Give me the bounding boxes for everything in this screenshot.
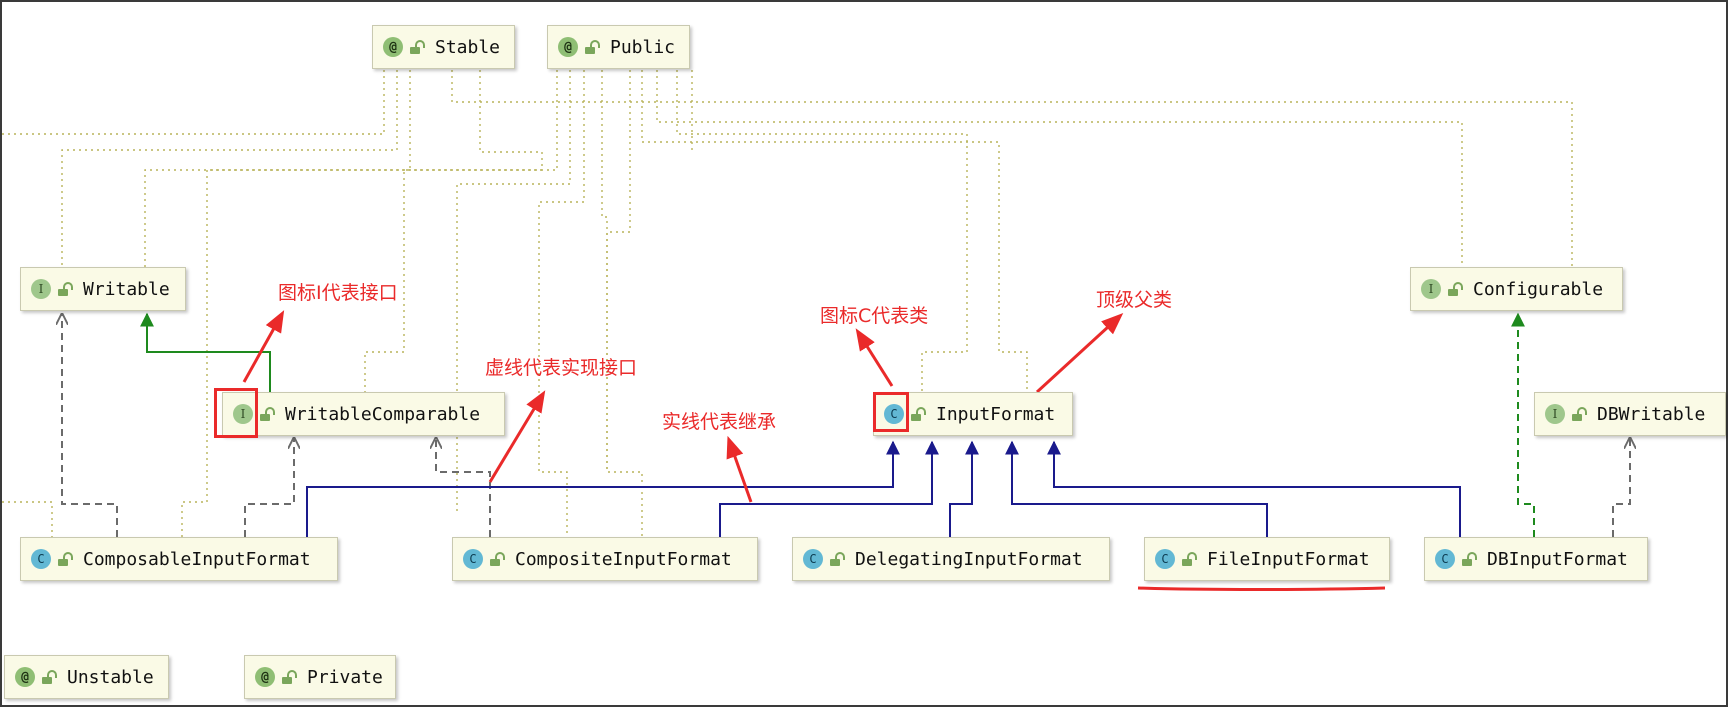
node-label: Unstable bbox=[67, 666, 154, 688]
annotation-icon: @ bbox=[558, 37, 578, 57]
lock-icon bbox=[41, 669, 57, 685]
composable-input-format-class-node[interactable]: C ComposableInputFormat bbox=[20, 537, 338, 581]
writable-comparable-interface-node[interactable]: I WritableComparable bbox=[222, 392, 505, 436]
delegating-input-format-class-node[interactable]: C DelegatingInputFormat bbox=[792, 537, 1110, 581]
annotation-usage-lines bbox=[2, 70, 1573, 537]
class-icon: C bbox=[1155, 549, 1175, 569]
unstable-annotation-node[interactable]: @ Unstable bbox=[4, 655, 169, 699]
annotation-solid-line: 实线代表继承 bbox=[662, 411, 777, 433]
class-icon: C bbox=[884, 404, 904, 424]
class-icon: C bbox=[463, 549, 483, 569]
node-label: DBWritable bbox=[1597, 403, 1706, 425]
node-label: DBInputFormat bbox=[1487, 548, 1628, 570]
node-label: Stable bbox=[435, 36, 501, 58]
lock-icon bbox=[409, 39, 425, 55]
interface-icon: I bbox=[1545, 404, 1565, 424]
extends-green-edges bbox=[140, 312, 1535, 537]
class-icon-highlight bbox=[873, 392, 909, 432]
lock-icon bbox=[1181, 551, 1197, 567]
node-label: WritableComparable bbox=[285, 403, 481, 425]
interface-icon-highlight bbox=[214, 388, 258, 438]
private-annotation-node[interactable]: @ Private bbox=[244, 655, 396, 699]
lock-icon bbox=[489, 551, 505, 567]
class-icon: C bbox=[1435, 549, 1455, 569]
lock-icon bbox=[829, 551, 845, 567]
annotation-pointers bbox=[242, 310, 1386, 591]
annotation-class-icon: 图标C代表类 bbox=[820, 305, 929, 327]
node-label: Writable bbox=[83, 278, 170, 300]
file-input-format-class-node[interactable]: C FileInputFormat bbox=[1144, 537, 1390, 581]
lock-icon bbox=[584, 39, 600, 55]
interface-icon: I bbox=[233, 404, 253, 424]
node-label: Public bbox=[610, 36, 676, 58]
lock-icon bbox=[57, 281, 73, 297]
lock-icon bbox=[1461, 551, 1477, 567]
db-input-format-class-node[interactable]: C DBInputFormat bbox=[1424, 537, 1648, 581]
lock-icon bbox=[259, 406, 275, 422]
node-label: Configurable bbox=[1473, 278, 1604, 300]
node-label: FileInputFormat bbox=[1207, 548, 1370, 570]
class-icon: C bbox=[803, 549, 823, 569]
node-label: Private bbox=[307, 666, 383, 688]
implements-edges bbox=[62, 314, 1630, 537]
writable-interface-node[interactable]: I Writable bbox=[20, 267, 186, 311]
lock-icon bbox=[1571, 406, 1587, 422]
db-writable-interface-node[interactable]: I DBWritable bbox=[1534, 392, 1726, 436]
lock-icon bbox=[57, 551, 73, 567]
interface-icon: I bbox=[1421, 279, 1441, 299]
node-label: ComposableInputFormat bbox=[83, 548, 311, 570]
node-label: InputFormat bbox=[936, 403, 1056, 425]
interface-icon: I bbox=[31, 279, 51, 299]
annotation-dashed-line: 虚线代表实现接口 bbox=[485, 357, 638, 379]
extends-blue-edges bbox=[306, 440, 1461, 537]
annotation-icon: @ bbox=[15, 667, 35, 687]
annotation-interface-icon: 图标I代表接口 bbox=[278, 282, 398, 304]
lock-icon bbox=[281, 669, 297, 685]
node-label: CompositeInputFormat bbox=[515, 548, 732, 570]
node-label: DelegatingInputFormat bbox=[855, 548, 1083, 570]
composite-input-format-class-node[interactable]: C CompositeInputFormat bbox=[452, 537, 758, 581]
public-annotation-node[interactable]: @ Public bbox=[547, 25, 690, 69]
lock-icon bbox=[1447, 281, 1463, 297]
lock-icon bbox=[910, 406, 926, 422]
annotation-icon: @ bbox=[255, 667, 275, 687]
annotation-icon: @ bbox=[383, 37, 403, 57]
annotation-top-parent: 顶级父类 bbox=[1096, 289, 1173, 311]
configurable-interface-node[interactable]: I Configurable bbox=[1410, 267, 1623, 311]
stable-annotation-node[interactable]: @ Stable bbox=[372, 25, 515, 69]
class-icon: C bbox=[31, 549, 51, 569]
